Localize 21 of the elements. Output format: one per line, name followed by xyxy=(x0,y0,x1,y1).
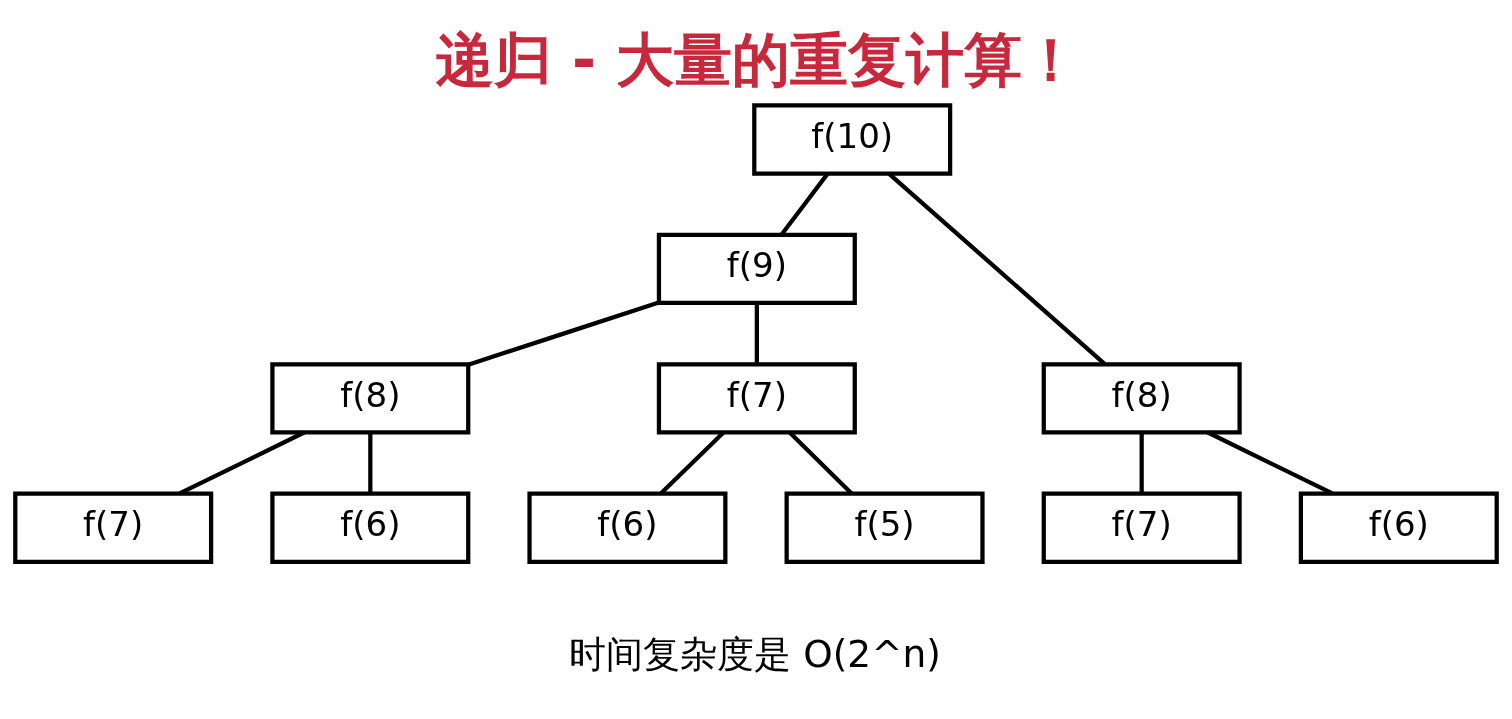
node-box: f(6) xyxy=(270,491,471,564)
node-box: f(6) xyxy=(1298,491,1499,564)
node-box: f(5) xyxy=(784,491,985,564)
node-box: f(8) xyxy=(1041,361,1242,434)
node-box: f(9) xyxy=(656,232,857,305)
connector xyxy=(368,431,373,493)
node-box: f(7) xyxy=(656,361,857,434)
diagram-title: 递归 - 大量的重复计算！ xyxy=(435,25,1081,94)
node-box: f(7) xyxy=(1041,491,1242,564)
connector xyxy=(754,302,759,364)
node-box: f(8) xyxy=(270,361,471,434)
connector xyxy=(1139,431,1144,493)
node-box: f(10) xyxy=(752,102,953,176)
connector xyxy=(1206,430,1334,495)
node-box: f(6) xyxy=(527,491,728,564)
connector xyxy=(467,300,660,367)
node-box: f(7) xyxy=(13,491,214,564)
connector xyxy=(888,171,1106,365)
caption: 时间复杂度是 O(2^n) xyxy=(569,631,941,676)
connector xyxy=(779,171,830,236)
connector xyxy=(178,430,306,495)
